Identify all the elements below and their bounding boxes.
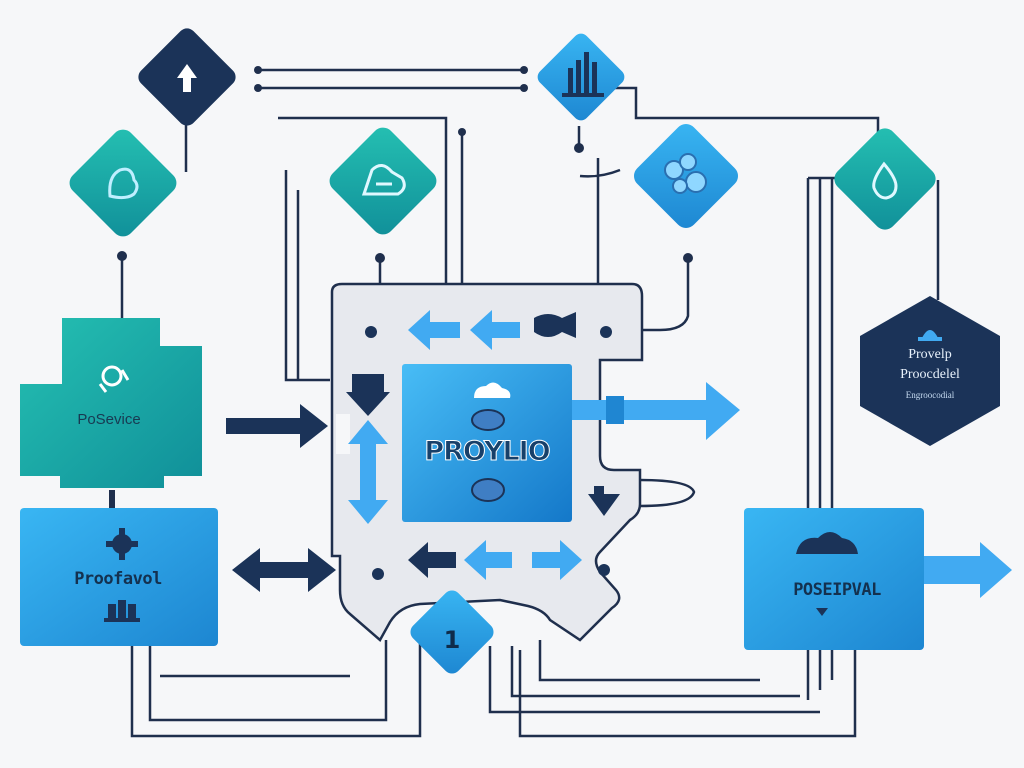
arrow-left-light-1 xyxy=(408,310,460,350)
far-right-teal-diamond xyxy=(834,128,936,230)
gear-icon xyxy=(106,528,138,560)
left-box-label: Proofavol xyxy=(74,569,162,589)
arrow-down-navy xyxy=(346,374,390,416)
top-right-diamond xyxy=(537,33,625,121)
connector-top-right-elbow xyxy=(610,86,880,160)
connector-bottom-left-loop xyxy=(130,624,422,738)
external-arrows xyxy=(226,382,1012,598)
left-box xyxy=(20,508,218,646)
service-box-label: PoSevice xyxy=(77,411,141,428)
arrow-double-left xyxy=(232,548,336,592)
number-badge xyxy=(410,590,494,674)
cloud-shapes-icon xyxy=(664,153,707,194)
arrow-updown-light xyxy=(348,420,388,524)
left-teal-diamond xyxy=(69,129,177,237)
hexagon-label-line2: Proocdelel xyxy=(900,367,960,382)
cloud-hand-icon xyxy=(361,164,406,196)
top-left-diamond xyxy=(138,28,236,126)
center-panel-label: PROYLIO xyxy=(424,436,551,468)
water-drop-icon xyxy=(872,161,898,200)
chevron-down-icon xyxy=(816,608,828,616)
connector-right-box-loop xyxy=(639,478,696,508)
service-box xyxy=(20,318,202,488)
connector-right-drop xyxy=(579,158,621,290)
connector-top-double-line xyxy=(258,68,524,90)
hexagon-label-line1: Provelp xyxy=(908,347,952,362)
connector-lines xyxy=(109,68,940,738)
dome-icon xyxy=(922,330,938,338)
right-box xyxy=(744,508,924,650)
connector-bottom-left-loop-2 xyxy=(148,640,388,722)
arrow-left-light-bottom xyxy=(464,540,512,580)
arrow-up-icon xyxy=(177,64,197,92)
connector-right-hook xyxy=(640,262,690,332)
hand-heart-icon xyxy=(108,167,139,200)
blob-top-icon xyxy=(471,409,505,431)
fish-shape-icon xyxy=(534,312,576,338)
arrow-right-into-hub xyxy=(226,404,328,448)
right-blue-diamond xyxy=(633,123,739,229)
arrow-right-out-of-panel xyxy=(572,382,740,440)
hexagon-node xyxy=(860,296,1000,446)
connector-bottom-right-loop xyxy=(488,640,820,714)
puzzle-heart-icon xyxy=(98,365,130,393)
hexagon-label-line3: Engroocodial xyxy=(905,390,955,400)
right-box-label: POSEIPVAL xyxy=(793,580,881,600)
connector-left-loop xyxy=(278,116,448,382)
badge-number: 1 xyxy=(443,626,461,654)
arrow-left-navy-bottom xyxy=(408,542,456,578)
connector-far-right-bundle xyxy=(806,176,840,700)
arrow-right-out-stub xyxy=(606,396,624,424)
arrow-right-light-bottom xyxy=(532,540,582,580)
arrow-right-from-right-box xyxy=(922,542,1012,598)
bar-chart-icon xyxy=(562,52,604,97)
center-teal-diamond xyxy=(329,127,437,235)
connector-bottom-far-right xyxy=(518,650,857,738)
hub-arrows xyxy=(346,310,620,580)
group-icon xyxy=(104,600,140,622)
arrow-left-light-2 xyxy=(470,310,520,350)
blob-bottom-icon xyxy=(471,478,505,502)
hand-cloud-icon xyxy=(796,532,858,554)
cloud-icon xyxy=(474,382,511,398)
arrow-down-navy-right xyxy=(588,486,620,516)
central-panel xyxy=(402,364,572,522)
